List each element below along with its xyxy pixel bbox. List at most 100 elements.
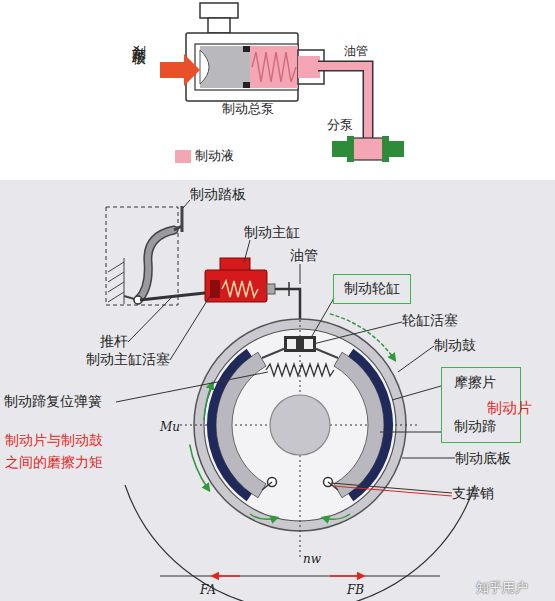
pedal-assembly [106, 206, 214, 305]
piston-link [262, 348, 286, 358]
panel-background [0, 180, 555, 601]
part-label: 制动片与制动鼓 之间的磨擦力矩 [5, 429, 109, 473]
part-label: 刹车踏板 [131, 34, 148, 42]
part-label: FA [200, 583, 216, 597]
force-arrow [214, 575, 240, 577]
master-cylinder-schematic [160, 3, 404, 162]
oil-pipe-outline [318, 66, 368, 140]
oil-pipe [316, 66, 368, 142]
part-label: 制动主缸活塞 [86, 351, 170, 368]
brake-fluid [250, 46, 298, 88]
watermark: 知乎用户 [476, 580, 528, 596]
part-label: 制动片 [487, 399, 532, 417]
legend-swatch [175, 150, 191, 163]
master-piston [210, 280, 220, 298]
leader-lines [170, 296, 210, 360]
leader-line [333, 486, 452, 496]
leader-lines [398, 346, 434, 372]
rotation-arrow [330, 314, 394, 359]
cylinder-body [186, 33, 298, 101]
piston-seal [243, 82, 250, 88]
piston-seal [243, 46, 250, 52]
pedal-arm [174, 226, 182, 230]
leader-lines [128, 297, 172, 342]
label-box: 制动轮缸 [333, 274, 411, 304]
force-arrow [330, 575, 362, 577]
leader-lines [312, 298, 334, 336]
leader-lines [116, 200, 455, 493]
part-name: 制动蹄 [454, 418, 496, 436]
part-label: 分泵 [327, 117, 353, 133]
friction-lining [207, 349, 252, 501]
part-name: 摩擦片 [454, 374, 496, 392]
part-label: 制动蹄复位弹簧 [4, 393, 102, 410]
part-label: nw [303, 552, 321, 566]
wheel-cylinder [284, 336, 316, 352]
outlet-nozzle [267, 284, 275, 294]
part-label: 推杆 [100, 333, 128, 350]
rotation-arrow [190, 445, 209, 490]
mount-hatching [108, 282, 124, 292]
cylinder-bore [195, 44, 298, 90]
line-fitting [288, 282, 290, 296]
cylinder-spring [222, 281, 258, 297]
piston-link [314, 348, 338, 358]
pin-link [262, 482, 272, 490]
wheel-piston [382, 136, 389, 162]
leader-lines [183, 200, 190, 208]
wheel-piston [304, 339, 313, 349]
part-label: 制动主缸 [244, 224, 300, 241]
pedal-lever [138, 230, 174, 300]
part-label: Mu [160, 420, 180, 434]
legend-text: 制动液 [195, 148, 234, 164]
mount-hatching [108, 262, 124, 272]
pedal-lever-outline [138, 230, 174, 300]
part-label: FB [347, 583, 364, 597]
push-rod [140, 292, 214, 300]
part-label: 制动总泵 [222, 101, 274, 117]
part-label: 制动踏板 [190, 186, 246, 203]
part-label: 油管 [344, 44, 368, 58]
return-spring [266, 364, 334, 376]
rotation-arrow [324, 514, 350, 519]
rotation-arrow [204, 384, 212, 420]
leader-lines [392, 386, 441, 400]
mount-hatching [108, 258, 124, 304]
brake-drum [194, 319, 406, 531]
part-label: 制动底板 [455, 450, 511, 467]
part-name: 制动轮缸 [344, 280, 400, 298]
leader-lines [116, 372, 268, 402]
leader-lines [402, 458, 455, 459]
part-label: 支撑销 [452, 485, 494, 502]
rotation-arrow [250, 514, 276, 519]
leader-lines [313, 322, 402, 344]
hub [270, 395, 330, 455]
wheel-cylinder-body [352, 138, 384, 160]
leader-lines [380, 432, 441, 433]
pedal-frame [106, 207, 178, 305]
return-spring [252, 52, 296, 82]
friction-lining [348, 349, 393, 501]
cylinder-body [205, 270, 267, 302]
leader-lines [300, 264, 301, 284]
piston-cup [200, 50, 209, 84]
reservoir-cap [200, 3, 238, 18]
part-label: 油管 [290, 247, 318, 264]
reservoir [220, 258, 250, 271]
ground-line [160, 576, 440, 577]
drum-inner [204, 329, 396, 521]
mount-hatching [108, 292, 124, 302]
leader-lines [244, 240, 250, 262]
pedal-force-arrow [160, 54, 200, 86]
reservoir-neck [208, 18, 230, 33]
part-label: 轮缸活塞 [402, 312, 458, 329]
leader-lines [331, 483, 452, 493]
piston [200, 46, 250, 88]
part-label: 制动鼓 [434, 337, 476, 354]
wheel-piston [347, 136, 354, 162]
drum-brake [125, 300, 475, 601]
mount-hatching [108, 272, 124, 282]
